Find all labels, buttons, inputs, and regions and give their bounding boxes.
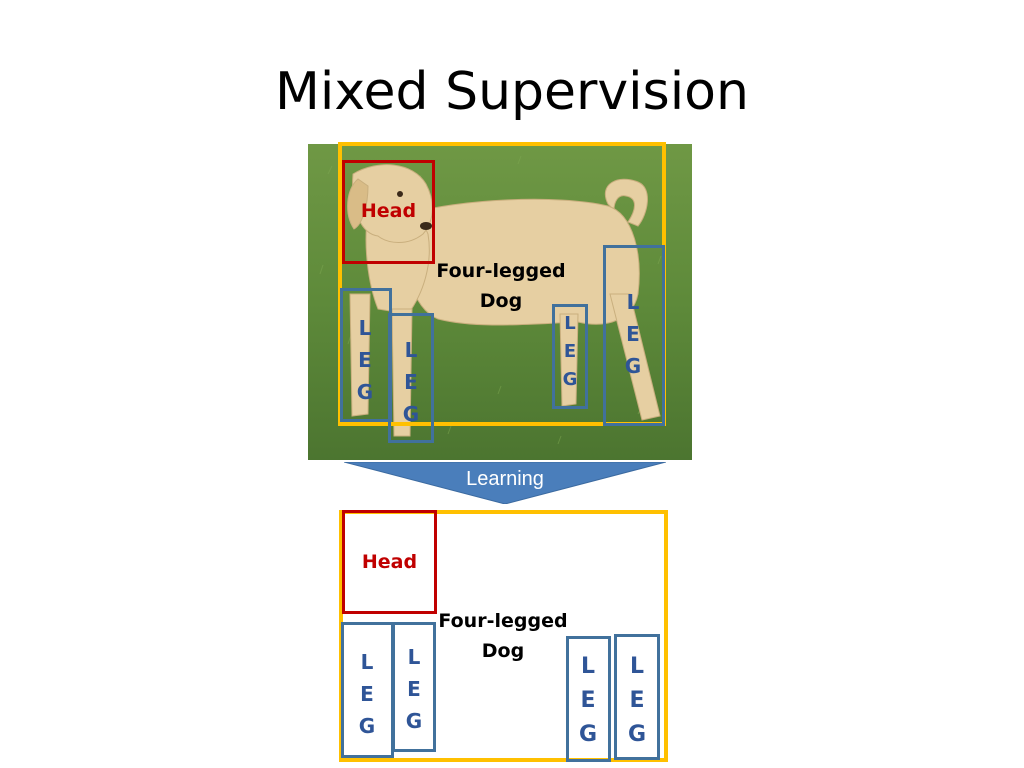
leg-letter: L: [404, 338, 418, 362]
leg-letter: G: [405, 709, 423, 733]
leg-box-bottom-4: [614, 634, 660, 760]
leg-letter: E: [563, 341, 577, 362]
leg-box-bottom-3: [566, 636, 611, 762]
learning-label: Learning: [466, 468, 544, 490]
head-box-top: [342, 160, 435, 264]
leg-letter: G: [358, 714, 376, 738]
leg-letter: L: [629, 654, 645, 679]
leg-letter: L: [360, 650, 374, 674]
leg-letter: E: [358, 348, 372, 372]
learning-arrow: [344, 462, 666, 504]
leg-label-bottom-3: L E G: [575, 650, 601, 752]
dog-photo: [308, 144, 692, 460]
object-label-top: Four-legged Dog: [436, 260, 566, 312]
leg-box-top-3: [552, 304, 588, 409]
leg-box-top-4: [603, 245, 665, 426]
dog-silhouette: [347, 164, 661, 437]
head-box-bottom: [342, 510, 437, 614]
leg-letter: G: [624, 354, 642, 378]
leg-letter: G: [627, 722, 647, 747]
leg-label-top-2: L E G: [398, 334, 424, 430]
leg-label-top-1: L E G: [352, 312, 378, 408]
leg-letter: G: [356, 380, 374, 404]
dog-nose: [420, 222, 432, 230]
leg-label-top-3: L E G: [557, 310, 583, 394]
leg-letter: L: [407, 645, 421, 669]
leg-letter: E: [407, 677, 421, 701]
object-label-bottom: Four-legged Dog: [438, 610, 568, 662]
leg-letter: E: [629, 688, 645, 713]
leg-label-bottom-1: L E G: [354, 646, 380, 742]
leg-letter: G: [402, 402, 420, 426]
leg-box-top-2: [388, 313, 434, 443]
leg-box-bottom-2: [392, 622, 436, 752]
leg-letter: G: [578, 722, 598, 747]
dog-eye: [397, 191, 403, 197]
leg-label-bottom-2: L E G: [401, 641, 427, 737]
leg-label-top-4: L E G: [620, 286, 646, 382]
slide-title: Mixed Supervision: [275, 62, 749, 122]
leg-letter: L: [580, 654, 596, 679]
leg-letter: E: [626, 322, 640, 346]
leg-letter: L: [358, 316, 372, 340]
leg-letter: E: [360, 682, 374, 706]
leg-letter: G: [562, 369, 578, 390]
head-label-top: Head: [360, 200, 417, 222]
head-label-bottom: Head: [361, 551, 418, 573]
leg-letter: L: [626, 290, 640, 314]
leg-label-bottom-4: L E G: [624, 650, 650, 752]
leg-letter: E: [404, 370, 418, 394]
leg-letter: L: [564, 313, 576, 334]
leg-letter: E: [580, 688, 596, 713]
